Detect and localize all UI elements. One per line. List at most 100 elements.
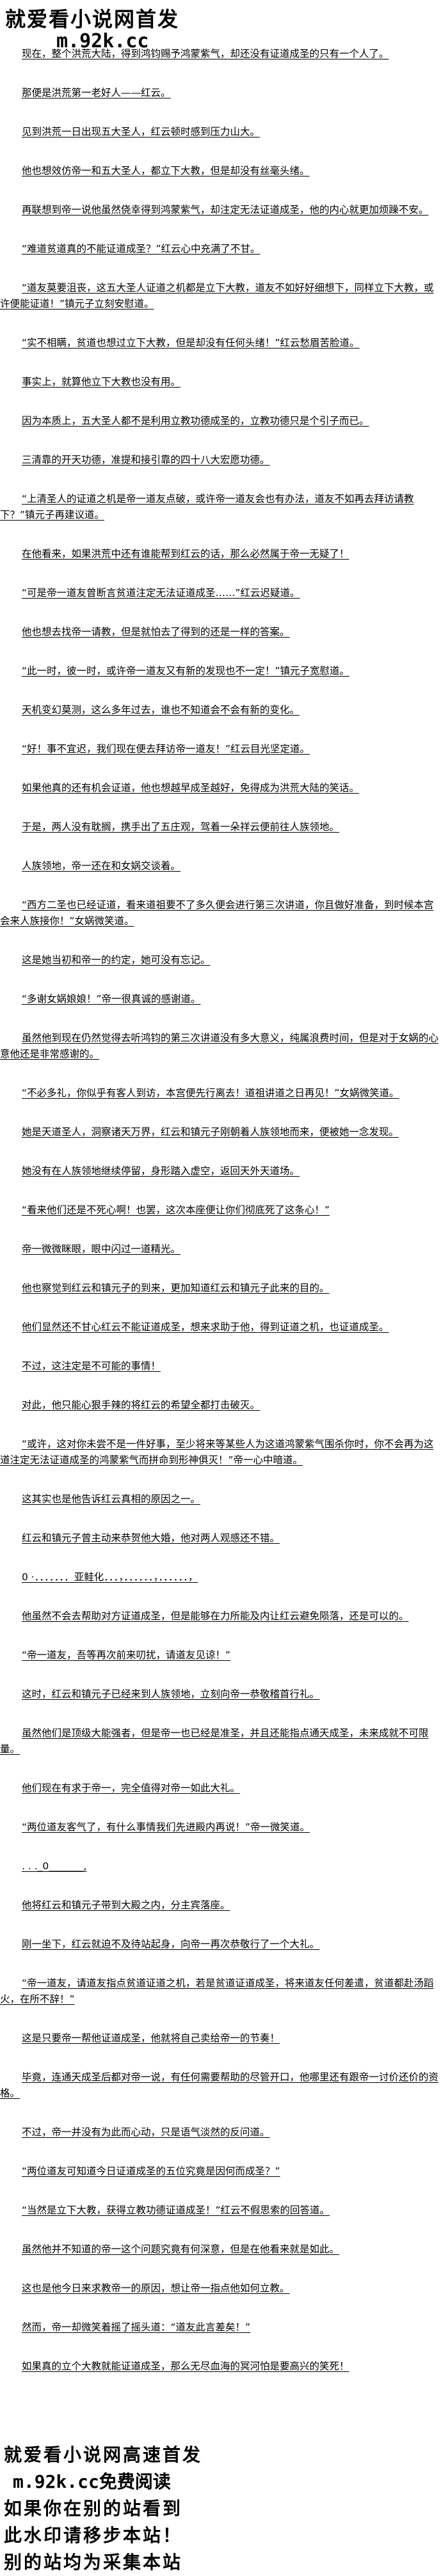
paragraph: “看来他们还是不死心啊！也罢，这次本座便让你们彻底死了这条心！” xyxy=(0,1202,442,1218)
watermark-footer: 就爱看小说网高速首发 m.92k.cc免费阅读 如果你在别的站看到 此水印请移步… xyxy=(4,2442,202,2576)
paragraph-text: 然而，帝一却微笑着摇了摇头道：“道友此言差矣！” xyxy=(22,2321,251,2333)
paragraph: 如果真的立个大教就能证道成圣，那么无尽血海的冥河怕是要高兴的笑死！ xyxy=(0,2359,442,2375)
paragraph: “帝一道友，吾等再次前来叨扰，请道友见谅！” xyxy=(0,1647,442,1663)
paragraph: 对此，他只能心狠手辣的将红云的希望全都打击破灭。 xyxy=(0,1397,442,1413)
paragraph-text: 在他看来，如果洪荒中还有谁能帮到红云的话，那么必然属于帝一无疑了！ xyxy=(22,548,349,560)
paragraph-text: 不过，这注定是不可能的事情！ xyxy=(22,1360,161,1372)
paragraph-text: “难道贫道真的不能证道成圣？”红云心中充满了不甘。 xyxy=(22,243,260,255)
paragraph: . . ._0_______, xyxy=(0,1858,442,1874)
paragraph: 他也想效仿帝一和五大圣人，都立下大教，但是却没有丝毫头绪。 xyxy=(0,163,442,179)
paragraph-text: 这其实也是他告诉红云真相的原因之一。 xyxy=(22,1493,201,1505)
paragraph-text: “上清圣人的证道之机是帝一道友点破，或许帝一道友会也有办法，道友不如再去拜访请教… xyxy=(0,493,414,521)
paragraph: “不必多礼，你似乎有客人到访，本宫便先行离去！道祖讲道之日再见！”女娲微笑道。 xyxy=(0,1085,442,1101)
paragraph-text: “当然是立下大教，获得立教功德证道成圣！”红云不假思索的回答道。 xyxy=(22,2204,330,2216)
watermark-footer-line4: 此水印请移步本站！ xyxy=(4,2525,183,2546)
paragraph: 他们显然还不甘心红云不能证道成圣，想来求助于他，得到证道之机，也证道成圣。 xyxy=(0,1319,442,1335)
paragraph-text: “或许，这对你未尝不是一件好事，至少将来等某些人为这道鸿蒙紫气围杀你时，你不会再… xyxy=(0,1438,434,1466)
paragraph: 虽然他们是顶级大能强者，但是帝一也已经是准圣，并且还能指点通天成圣，未来成就不可… xyxy=(0,1725,442,1757)
paragraph-text: 见到洪荒一日出现五大圣人，红云顿时感到压力山大。 xyxy=(22,126,260,137)
paragraph-text: 帝一微微眯眼，眼中闪过一道精光。 xyxy=(22,1243,181,1255)
paragraph-text: “不必多礼，你似乎有客人到访，本宫便先行离去！道祖讲道之日再见！”女娲微笑道。 xyxy=(22,1087,399,1099)
paragraph-text: “两位道友客气了，有什么事情我们先进殿内再说！”帝一微笑道。 xyxy=(22,1821,310,1833)
paragraph-text: “可是帝一道友曾断言贫道注定无法证道成圣……”红云迟疑道。 xyxy=(22,587,300,599)
paragraph: 然而，帝一却微笑着摇了摇头道：“道友此言差矣！” xyxy=(0,2320,442,2336)
paragraph: 因为本质上，五大圣人都不是利用立教功德成圣的，立教功德只是个引子而已。 xyxy=(0,413,442,429)
paragraph: 毕竟，连通天成圣后都对帝一说，有任何需要帮助的尽管开口，他哪里还有跟帝一讨价还价… xyxy=(0,2069,442,2101)
paragraph-text: 对此，他只能心狠手辣的将红云的希望全都打击破灭。 xyxy=(22,1399,260,1411)
paragraph: 他虽然不会去帮助对方证道成圣，但是能够在力所能及内让红云避免陨落，还是可以的。 xyxy=(0,1608,442,1624)
paragraph-text: 事实上，就算他立下大教也没有用。 xyxy=(22,376,181,388)
paragraph-text: “帝一道友，吾等再次前来叨扰，请道友见谅！” xyxy=(22,1649,231,1661)
paragraph-text: “帝一道友，请道友指点贫道证道之机，若是贫道证道成圣，将来道友任何差遣，贫道都赴… xyxy=(0,1977,434,2005)
paragraph: 如果他真的还有机会证道，他也想越早成圣越好，免得成为洪荒大陆的笑话。 xyxy=(0,780,442,796)
paragraph-text: “西方二圣也已经证道，看来道祖要不了多久便会进行第三次讲道，你且做好准备，到时候… xyxy=(0,899,434,927)
paragraph: 这是她当初和帝一的约定，她可没有忘记。 xyxy=(0,952,442,968)
paragraph: “帝一道友，请道友指点贫道证道之机，若是贫道证道成圣，将来道友任何差遣，贫道都赴… xyxy=(0,1975,442,2007)
paragraph: 他也想去找帝一请教，但是就怕去了得到的还是一样的答案。 xyxy=(0,624,442,640)
paragraph-text: 他也想去找帝一请教，但是就怕去了得到的还是一样的答案。 xyxy=(22,626,290,638)
watermark-header: 就爱看小说网首发 m.92k.cc xyxy=(5,6,179,51)
paragraph: “可是帝一道友曾断言贫道注定无法证道成圣……”红云迟疑道。 xyxy=(0,585,442,601)
watermark-footer-line1: 就爱看小说网高速首发 xyxy=(4,2444,203,2465)
paragraph: “实不相瞒，贫道也想过立下大教，但是却没有任何头绪！”红云愁眉苦脸道。 xyxy=(0,335,442,351)
paragraph: 不过，这注定是不可能的事情！ xyxy=(0,1358,442,1374)
paragraph: 她是天道圣人，洞察诸天万界，红云和镇元子刚朝着人族领地而来，便被她一念发现。 xyxy=(0,1124,442,1140)
paragraph: “两位道友可知道今日证道成圣的五位究竟是因何而成圣？” xyxy=(0,2164,442,2179)
paragraph: 天机变幻莫测，这么多年过去，谁也不知道会不会有新的变化。 xyxy=(0,702,442,718)
paragraph: 事实上，就算他立下大教也没有用。 xyxy=(0,374,442,390)
paragraph: 红云和镇元子曾主动来恭贺他大婚，他对两人观感还不错。 xyxy=(0,1530,442,1546)
paragraph: 三清靠的开天功德，准提和接引靠的四十八大宏愿功德。 xyxy=(0,452,442,468)
paragraph-text: “多谢女娲娘娘！”帝一很真诚的感谢道。 xyxy=(22,993,201,1005)
paragraph-text: “道友莫要沮丧，这五大圣人证道之机都是立下大教，道友不如好好细想下，同样立下大教… xyxy=(0,282,434,310)
paragraph: 不过，帝一并没有为此而心动，只是语气淡然的反问道。 xyxy=(0,2124,442,2140)
paragraph-text: “好！事不宜迟，我们现在便去拜访帝一道友！”红云目光坚定道。 xyxy=(22,743,310,755)
watermark-footer-url-line: m.92k.cc免费阅读 xyxy=(4,2469,202,2495)
paragraph-text: 虽然他们是顶级大能强者，但是帝一也已经是准圣，并且还能指点通天成圣，未来成就不可… xyxy=(0,1727,429,1755)
paragraph: 这是只要帝一帮他证道成圣，他就将自己卖给帝一的节奏！ xyxy=(0,2030,442,2046)
watermark-url: m.92k.cc xyxy=(56,30,149,52)
paragraph-text: 红云和镇元子曾主动来恭贺他大婚，他对两人观感还不错。 xyxy=(22,1532,280,1544)
paragraph-text: . . ._0_______, xyxy=(22,1860,87,1872)
paragraph-text: 他们现在有求于帝一，完全值得对帝一如此大礼。 xyxy=(22,1782,241,1794)
paragraph: 于是，两人没有耽搁，携手出了五庄观，驾着一朵祥云便前往人族领地。 xyxy=(0,819,442,835)
paragraph-text: 这也是他今日来求教帝一的原因，想让帝一指点他如何立教。 xyxy=(22,2282,290,2294)
watermark-footer-url: m.92k.cc xyxy=(13,2471,99,2492)
paragraph: “道友莫要沮丧，这五大圣人证道之机都是立下大教，道友不如好好细想下，同样立下大教… xyxy=(0,280,442,312)
paragraph: “此一时，彼一时，或许帝一道友又有新的发现也不一定！”镇元子宽慰道。 xyxy=(0,663,442,679)
paragraph-text: 他将红云和镇元子带到大殿之内，分主宾落座。 xyxy=(22,1899,230,1911)
paragraph: “或许，这对你未尝不是一件好事，至少将来等某些人为这道鸿蒙紫气围杀你时，你不会再… xyxy=(0,1436,442,1468)
paragraph-text: 毕竟，连通天成圣后都对帝一说，有任何需要帮助的尽管开口，他哪里还有跟帝一讨价还价… xyxy=(0,2071,439,2099)
paragraph-text: 他也想效仿帝一和五大圣人，都立下大教，但是却没有丝毫头绪。 xyxy=(22,165,310,177)
paragraph-text: 他也察觉到红云和镇元子的到来，更加知道红云和镇元子此来的目的。 xyxy=(22,1282,330,1294)
paragraph: 他也察觉到红云和镇元子的到来，更加知道红云和镇元子此来的目的。 xyxy=(0,1280,442,1296)
paragraph: 帝一微微眯眼，眼中闪过一道精光。 xyxy=(0,1241,442,1257)
paragraph-text: 0 ·．．．．．．．亚鲑化．．．，．．．．．．，．．．．．．， xyxy=(22,1571,198,1583)
paragraph: 这也是他今日来求教帝一的原因，想让帝一指点他如何立教。 xyxy=(0,2281,442,2297)
paragraph: “西方二圣也已经证道，看来道祖要不了多久便会进行第三次讲道，你且做好准备，到时候… xyxy=(0,897,442,929)
paragraph-text: 这是只要帝一帮他证道成圣，他就将自己卖给帝一的节奏！ xyxy=(22,2032,280,2044)
paragraph-text: “两位道友可知道今日证道成圣的五位究竟是因何而成圣？” xyxy=(22,2165,280,2177)
paragraph-text: 她是天道圣人，洞察诸天万界，红云和镇元子刚朝着人族领地而来，便被她一念发现。 xyxy=(22,1126,399,1138)
watermark-footer-free-read: 免费阅读 xyxy=(99,2471,171,2492)
paragraph-text: 虽然他到现在仍然觉得去听鸿钧的第三次讲道没有多大意义，纯属浪费时间，但是对于女娲… xyxy=(0,1032,439,1060)
paragraph: 人族领地，帝一还在和女娲交谈着。 xyxy=(0,858,442,874)
paragraph: 见到洪荒一日出现五大圣人，红云顿时感到压力山大。 xyxy=(0,124,442,140)
paragraph: 他将红云和镇元子带到大殿之内，分主宾落座。 xyxy=(0,1897,442,1913)
paragraph: “上清圣人的证道之机是帝一道友点破，或许帝一道友会也有办法，道友不如再去拜访请教… xyxy=(0,491,442,523)
paragraph-text: 她没有在人族领地继续停留，身形踏入虚空，返回天外天道场。 xyxy=(22,1165,300,1177)
paragraph: 那便是洪荒第一老好人——红云。 xyxy=(0,85,442,101)
paragraph: 现在，整个洪荒大陆，得到鸿钧赐予鸿蒙紫气，却还没有证道成圣的只有一个人了。 xyxy=(0,46,442,62)
paragraph: 这其实也是他告诉红云真相的原因之一。 xyxy=(0,1491,442,1507)
chapter-body: 现在，整个洪荒大陆，得到鸿钧赐予鸿蒙紫气，却还没有证道成圣的只有一个人了。那便是… xyxy=(0,46,442,2398)
paragraph-text: “实不相瞒，贫道也想过立下大教，但是却没有任何头绪！”红云愁眉苦脸道。 xyxy=(22,337,360,349)
paragraph-text: 三清靠的开天功德，准提和接引靠的四十八大宏愿功德。 xyxy=(22,454,270,466)
paragraph: 0 ·．．．．．．．亚鲑化．．．，．．．．．．，．．．．．．， xyxy=(0,1569,442,1585)
paragraph-text: 这是她当初和帝一的约定，她可没有忘记。 xyxy=(22,954,211,966)
paragraph: 虽然他到现在仍然觉得去听鸿钧的第三次讲道没有多大意义，纯属浪费时间，但是对于女娲… xyxy=(0,1030,442,1062)
paragraph: 刚一坐下，红云就迫不及待站起身，向帝一再次恭敬行了一个大礼。 xyxy=(0,1936,442,1952)
paragraph: “好！事不宜迟，我们现在便去拜访帝一道友！”红云目光坚定道。 xyxy=(0,741,442,757)
paragraph-text: 不过，帝一并没有为此而心动，只是语气淡然的反问道。 xyxy=(22,2126,270,2138)
paragraph-text: 天机变幻莫测，这么多年过去，谁也不知道会不会有新的变化。 xyxy=(22,704,300,716)
paragraph-text: “看来他们还是不死心啊！也罢，这次本座便让你们彻底死了这条心！” xyxy=(22,1204,330,1216)
paragraph: “难道贫道真的不能证道成圣？”红云心中充满了不甘。 xyxy=(0,241,442,257)
